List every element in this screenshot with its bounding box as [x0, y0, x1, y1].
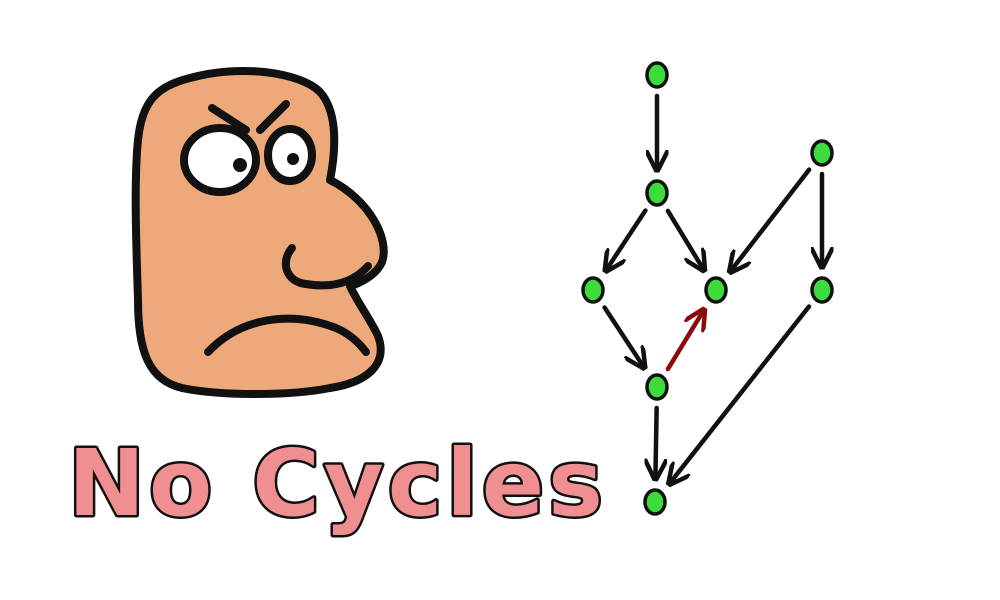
graph-nodes	[581, 61, 834, 516]
edge-n7-n8	[655, 405, 656, 479]
edge-n7-n4-highlight	[665, 310, 704, 372]
graph-node-n7	[645, 373, 669, 401]
left-eyebrow	[208, 104, 250, 134]
graph-node-n4	[704, 276, 728, 304]
graph-node-n6	[810, 276, 834, 304]
edge-n3-n7	[602, 305, 645, 368]
graph-node-n1	[645, 61, 669, 89]
left-eye	[180, 124, 260, 196]
left-pupil	[233, 158, 247, 172]
graph-edges	[602, 93, 822, 484]
right-eyebrow	[256, 100, 290, 134]
edge-n5-n4	[730, 167, 812, 272]
face-nostril	[281, 244, 372, 290]
right-pupil	[287, 153, 299, 165]
graph-node-n5	[810, 139, 834, 167]
edge-n2-n4	[665, 208, 704, 270]
graph-node-n3	[581, 276, 605, 304]
graph-node-n8	[643, 488, 667, 516]
dag-graph	[581, 61, 834, 516]
edge-n2-n3	[606, 208, 648, 271]
face-head	[131, 66, 388, 398]
caption-text: No Cycles	[68, 430, 607, 537]
edge-n6-n8	[669, 304, 812, 483]
frown-mouth	[204, 314, 370, 356]
graph-node-n2	[645, 179, 669, 207]
grumpy-face-icon	[131, 66, 388, 398]
